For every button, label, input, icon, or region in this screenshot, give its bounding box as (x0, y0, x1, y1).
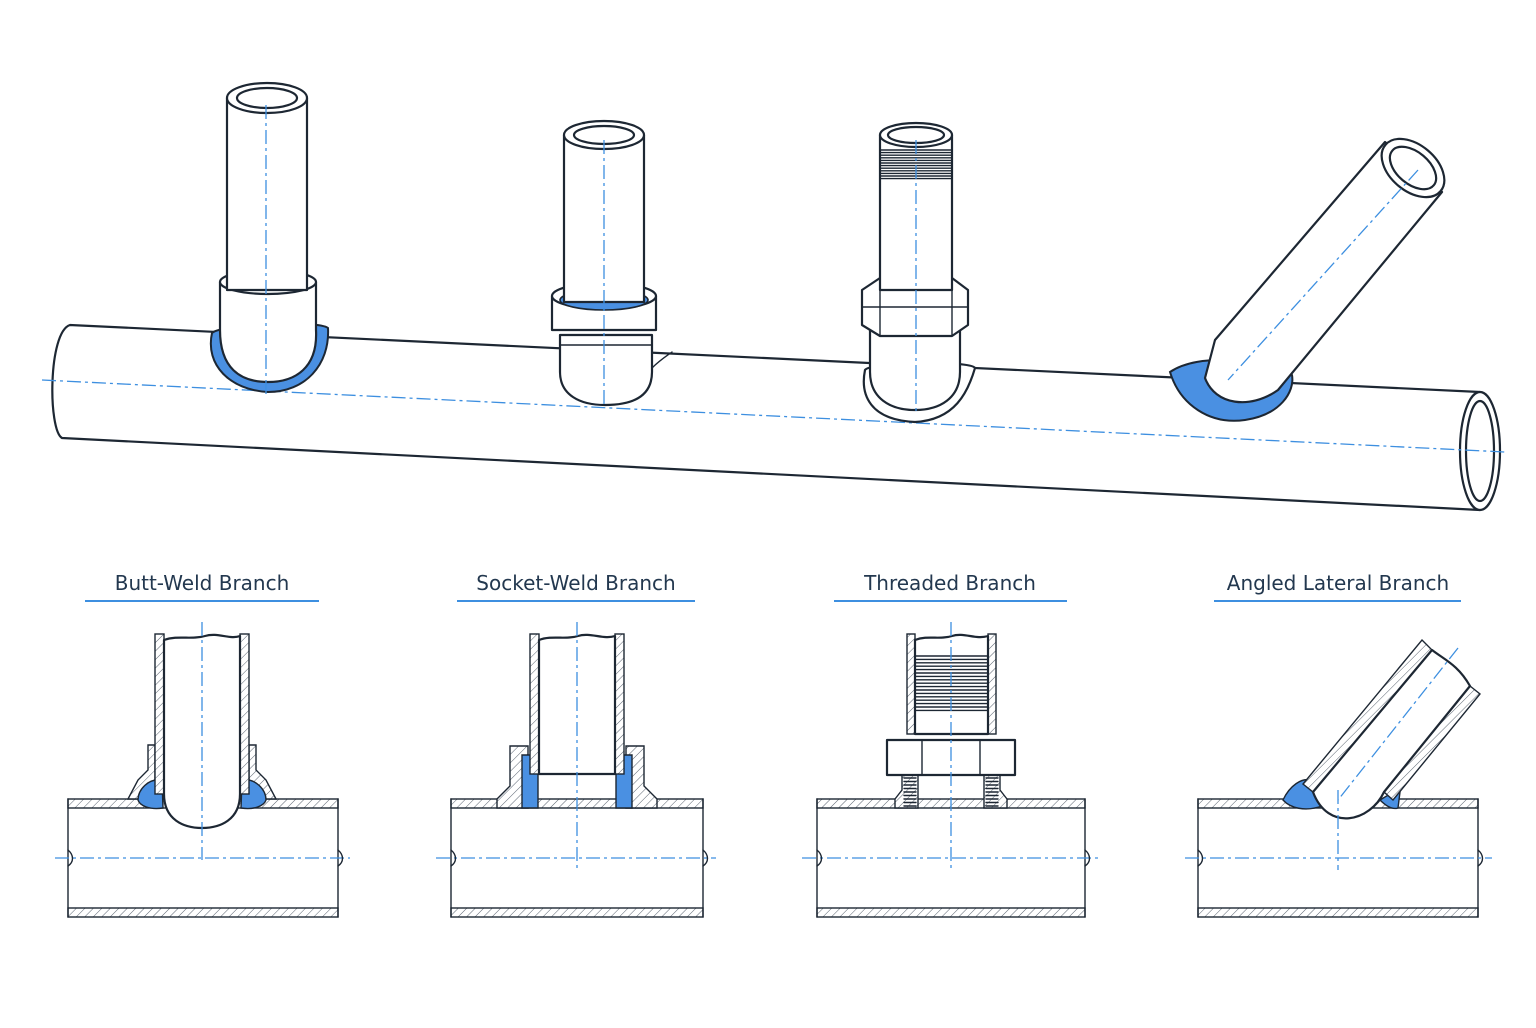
angled-lateral-section (1185, 638, 1492, 918)
caption-text: Socket-Weld Branch (476, 571, 675, 595)
caption-text: Butt-Weld Branch (115, 571, 290, 595)
caption-butt-weld: Butt-Weld Branch (85, 571, 319, 602)
caption-text: Angled Lateral Branch (1227, 571, 1449, 595)
caption-threaded: Threaded Branch (834, 571, 1067, 602)
angled-lateral-branch-iso (1168, 137, 1446, 422)
caption-text: Threaded Branch (863, 571, 1036, 595)
caption-socket-weld: Socket-Weld Branch (457, 571, 695, 602)
socket-weld-branch-iso (550, 119, 673, 407)
butt-weld-section (55, 622, 350, 918)
socket-weld-section (436, 622, 716, 918)
header-pipe-isometric (41, 323, 1506, 512)
threaded-branch-iso (860, 121, 977, 424)
butt-weld-branch-iso (209, 81, 330, 395)
threaded-section (802, 622, 1098, 918)
caption-angled-lateral: Angled Lateral Branch (1214, 571, 1461, 602)
